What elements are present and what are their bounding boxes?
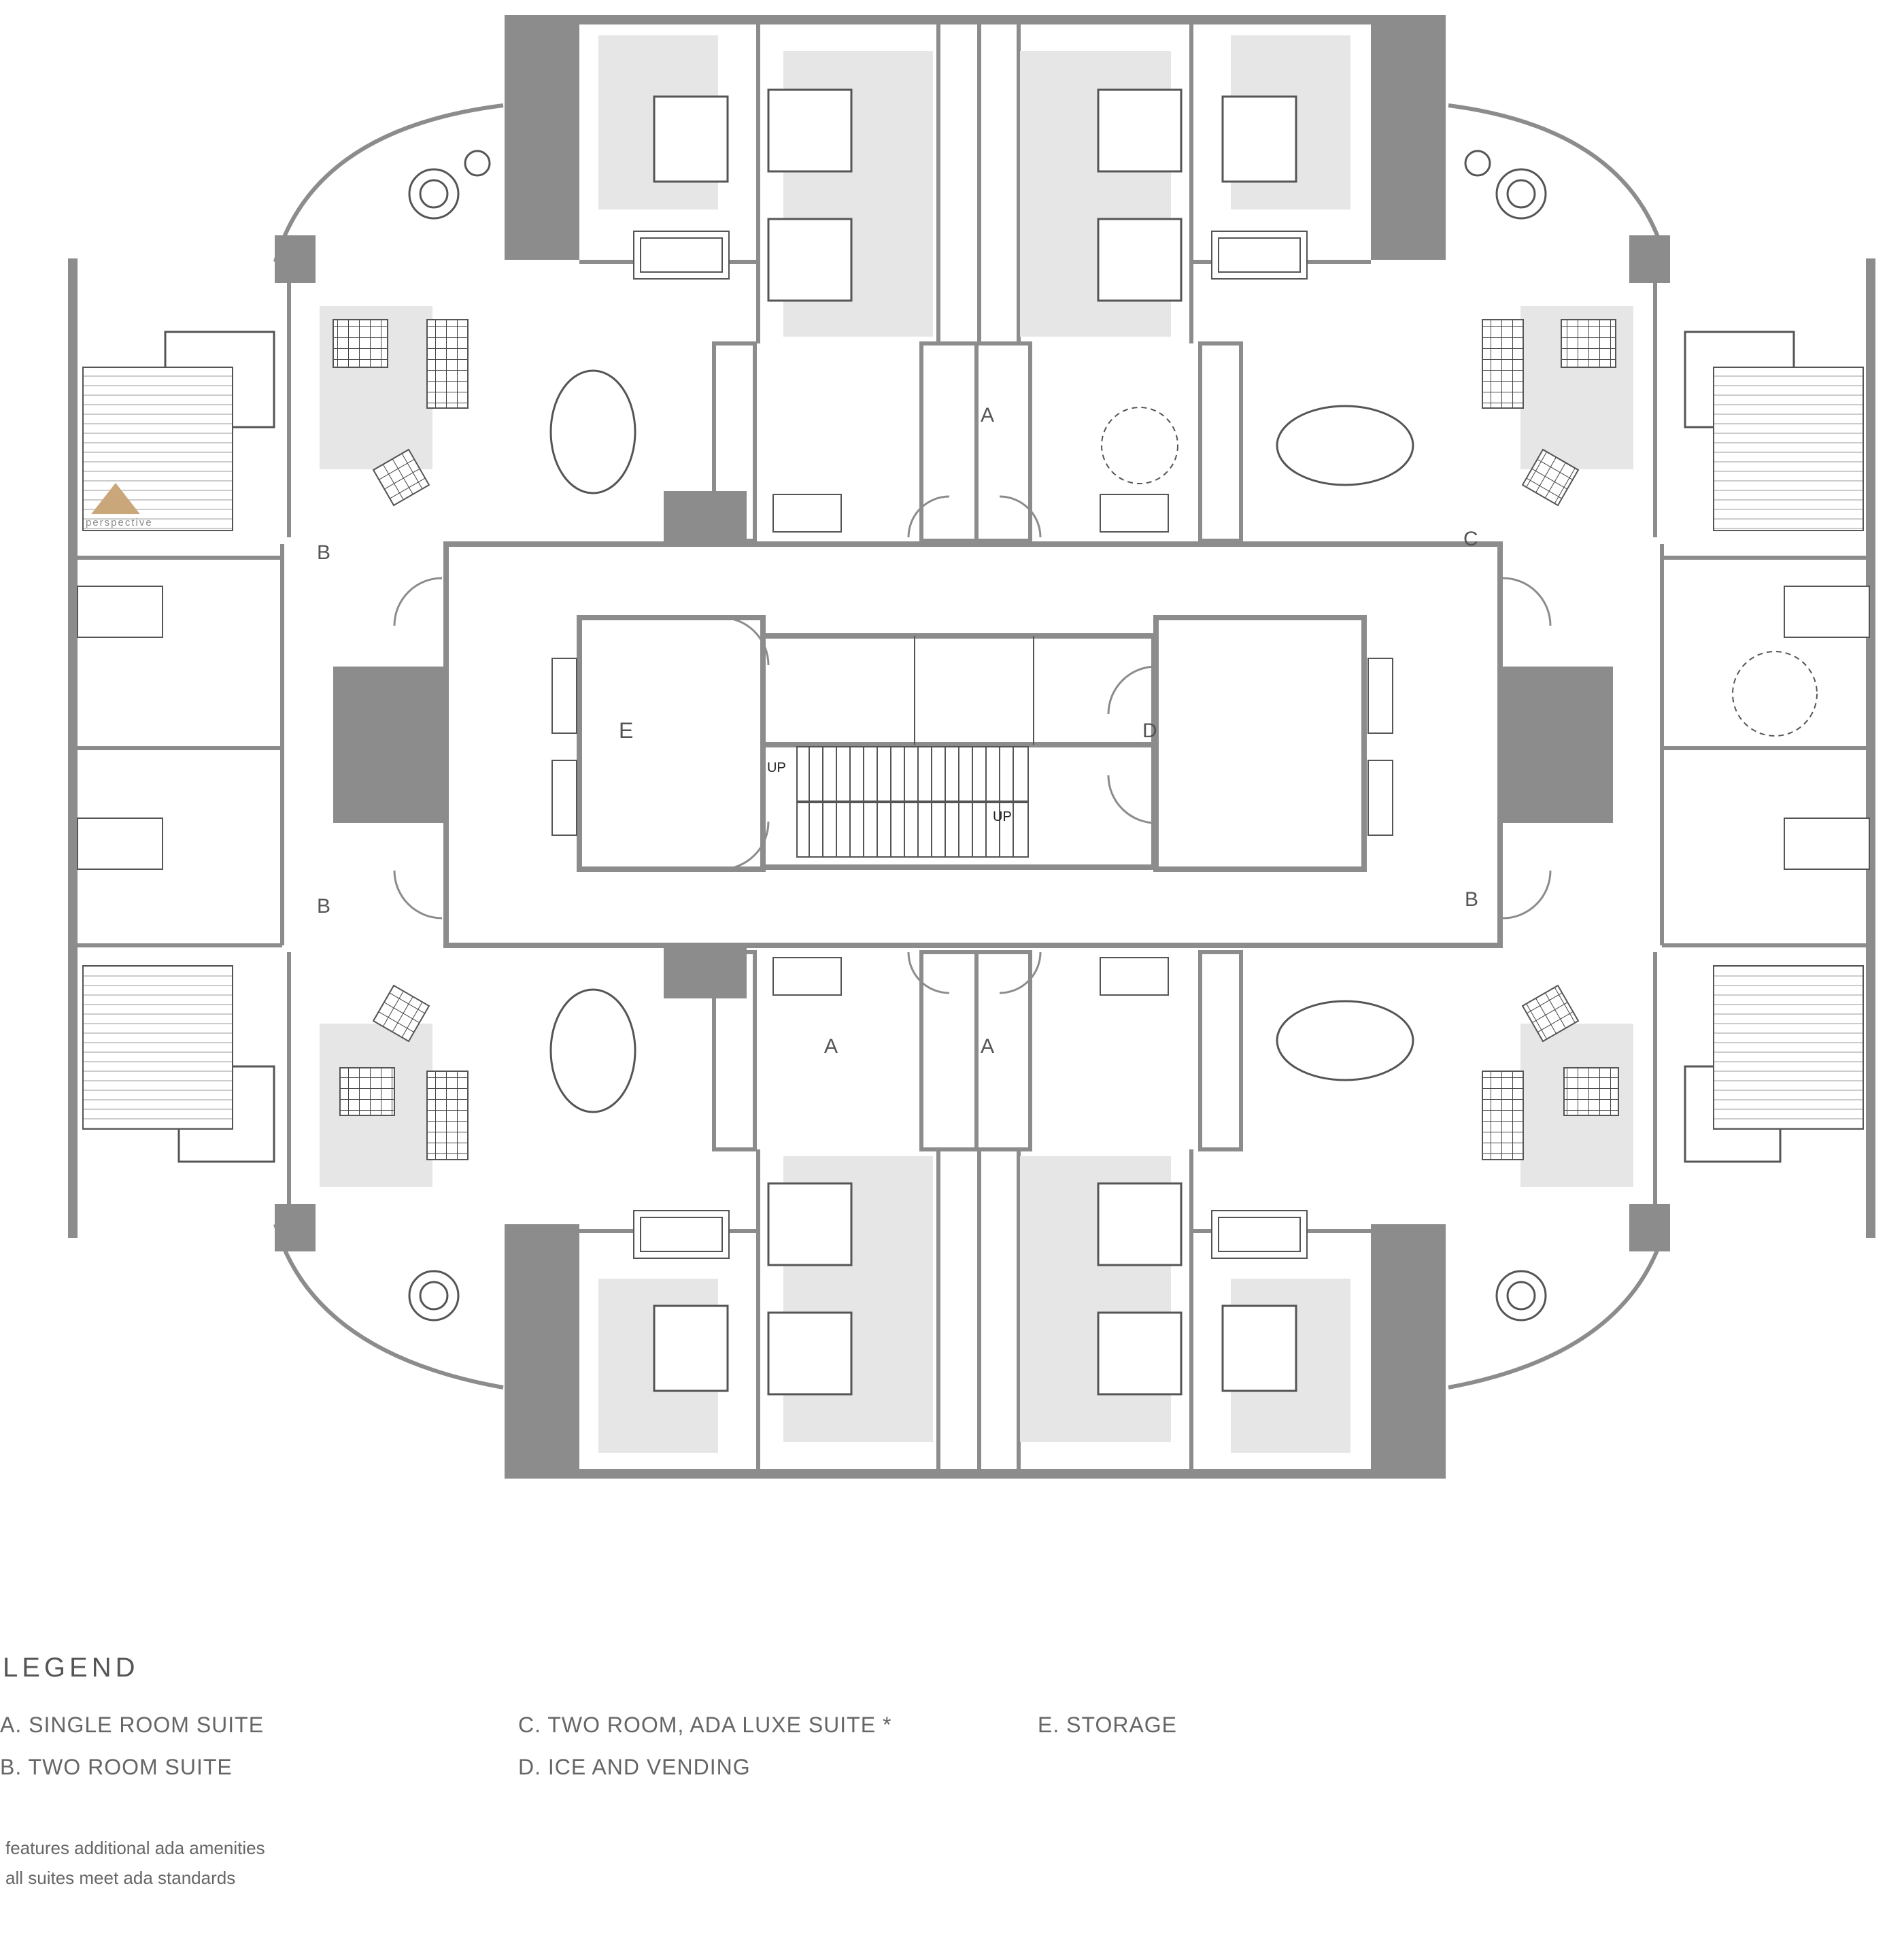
ottomans [333, 319, 1619, 1160]
legend-item-a: A. SINGLE ROOM SUITE [0, 1713, 265, 1737]
label-suite-a-bottom-center: A [981, 1035, 995, 1058]
storage-rooms [577, 615, 1367, 872]
label-storage-e: E [619, 718, 634, 743]
stairs [796, 746, 1029, 858]
label-suite-a-top: A [981, 404, 995, 426]
side-bathtubs [77, 586, 1870, 870]
terrace-arcs [273, 103, 1668, 1389]
legend-item-e: E. STORAGE [1038, 1713, 1178, 1737]
logo-wordmark: perspective [86, 517, 153, 528]
logo-triangle-icon [91, 483, 140, 514]
bottom-bathtubs [633, 957, 1308, 1259]
legend-note-ada-standards: all suites meet ada standards [5, 1868, 236, 1888]
stair-up-label-left: UP [767, 760, 786, 775]
ada-turning-circles [1101, 407, 1818, 737]
top-suites [579, 24, 1371, 543]
elevator-shafts [333, 491, 1613, 998]
legend-item-d: D. ICE AND VENDING [518, 1755, 751, 1779]
bottom-beds [653, 1182, 1297, 1396]
legend-item-b: B. TWO ROOM SUITE [0, 1755, 233, 1779]
bottom-suites [579, 950, 1371, 1469]
bottom-dining [408, 988, 1547, 1321]
perspective-logo: perspective [86, 482, 160, 536]
legend-item-c: C. TWO ROOM, ADA LUXE SUITE * [518, 1713, 892, 1737]
top-bathtubs [633, 231, 1308, 533]
label-suite-b-left-bottom: B [317, 895, 331, 917]
side-suites [78, 265, 1866, 1224]
floor-plan [68, 15, 1875, 1479]
top-beds [653, 88, 1297, 302]
top-suite-carpets [598, 35, 1350, 337]
label-suite-c: C [1463, 528, 1478, 550]
storage-shelves [551, 636, 1393, 836]
exterior-walls [68, 15, 1875, 1479]
label-suite-a-bottom-left: A [824, 1035, 838, 1058]
label-ice-vending-d: D [1142, 720, 1157, 742]
top-dining [408, 150, 1547, 494]
stair-up-label-right: UP [993, 809, 1012, 824]
legend-note-ada-amenities: features additional ada amenities [5, 1838, 265, 1858]
label-suite-b-right: B [1465, 888, 1479, 911]
label-suite-b-left-top: B [317, 541, 331, 564]
bottom-suite-carpets [598, 1156, 1350, 1453]
legend-title: LEGEND [3, 1653, 139, 1683]
